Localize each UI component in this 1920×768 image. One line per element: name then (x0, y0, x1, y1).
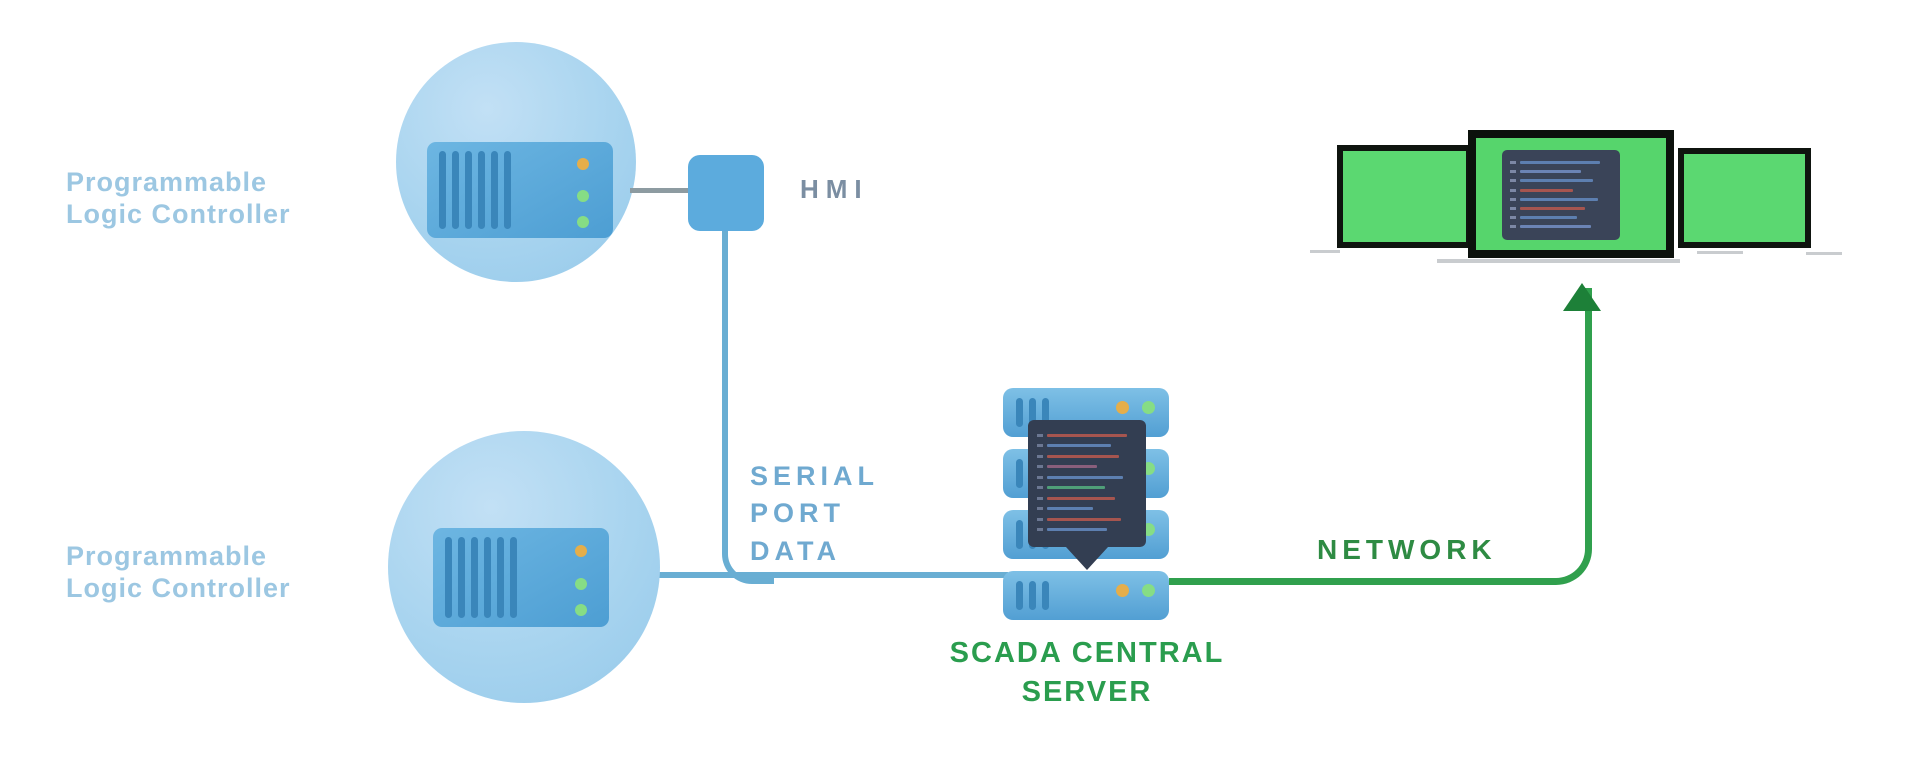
monitor-stand-line (1697, 251, 1743, 254)
led-orange-icon (577, 158, 589, 170)
led-green-icon (1142, 584, 1155, 597)
led-green-icon (575, 604, 587, 616)
scada-label-line2: SERVER (1021, 676, 1153, 709)
plc-device-icon (433, 528, 609, 627)
monitor-icon (1337, 145, 1472, 248)
arrow-up-icon (1563, 283, 1601, 311)
plc-top-node (396, 42, 636, 282)
led-green-icon (577, 216, 589, 228)
serial-line-vertical (722, 231, 774, 584)
serial-label-line1: SERIAL (750, 461, 880, 491)
network-line (1169, 288, 1592, 585)
monitor-icon (1678, 148, 1811, 248)
plc-top-label-line2: Logic Controller (66, 199, 291, 230)
led-green-icon (577, 190, 589, 202)
serial-label-line3: DATA (750, 535, 841, 566)
plc-top-label: Programmable Logic Controller (66, 166, 291, 231)
serial-label-line2: PORT (750, 498, 846, 529)
led-green-icon (575, 578, 587, 590)
vent-stripes-icon (1016, 398, 1049, 427)
hmi-label: HMI (800, 174, 869, 204)
monitor-stand-line (1806, 252, 1842, 255)
plc-hmi-connector (630, 188, 690, 193)
serial-line-horizontal (652, 572, 1008, 578)
vent-stripes-icon (439, 151, 511, 229)
monitor-stand-line (1310, 250, 1340, 253)
code-window-icon (1028, 420, 1146, 570)
serial-port-data-label: SERIAL PORT DATA (750, 458, 879, 570)
code-window-icon (1502, 150, 1620, 240)
led-orange-icon (575, 545, 587, 557)
plc-bottom-label: Programmable Logic Controller (66, 540, 291, 605)
led-orange-icon (1116, 584, 1129, 597)
scada-label-line1: SCADA CENTRAL (949, 637, 1225, 669)
plc-bottom-label-line2: Logic Controller (66, 573, 291, 604)
led-green-icon (1142, 401, 1155, 414)
vent-stripes-icon (1016, 581, 1049, 610)
plc-bottom-label-line1: Programmable (66, 541, 268, 571)
plc-device-icon (427, 142, 613, 238)
scada-central-server-label: SCADA CENTRAL SERVER (937, 634, 1237, 712)
led-orange-icon (1116, 401, 1129, 414)
plc-top-label-line1: Programmable (66, 167, 268, 197)
vent-stripes-icon (445, 537, 517, 618)
monitor-stand-line (1437, 259, 1680, 263)
plc-bottom-node (388, 431, 660, 703)
hmi-node (688, 155, 764, 231)
server-unit (1003, 571, 1169, 620)
network-label: NETWORK (1317, 534, 1497, 565)
